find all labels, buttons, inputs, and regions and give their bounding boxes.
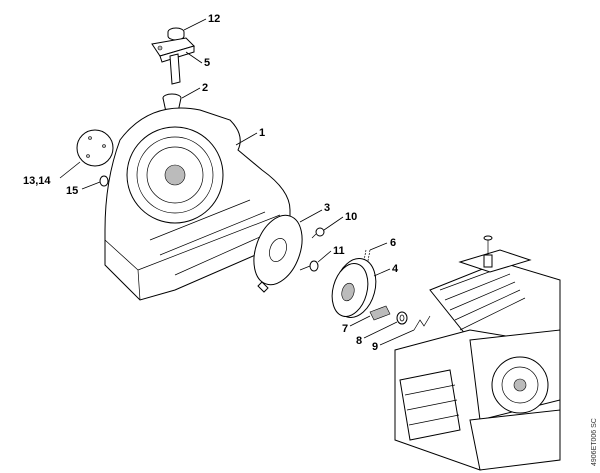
spring-clip <box>413 315 431 331</box>
leader-lines <box>59 18 415 346</box>
callout-13-14: 13,14 <box>23 175 51 187</box>
callout-9: 9 <box>372 341 378 353</box>
callout-8: 8 <box>356 335 362 347</box>
ratchet-plate <box>253 214 303 293</box>
drawing-code: 4906ET006 SC <box>591 418 598 466</box>
screw-10 <box>311 227 325 239</box>
callout-7: 7 <box>342 323 348 335</box>
washer <box>396 311 408 325</box>
fan-housing <box>104 107 291 301</box>
starter-grip <box>151 37 195 85</box>
callout-6: 6 <box>390 237 396 249</box>
rope-rotor <box>331 258 377 318</box>
callout-11: 11 <box>333 245 345 257</box>
callout-3: 3 <box>324 202 330 214</box>
callout-4: 4 <box>392 263 399 275</box>
pawl <box>369 305 391 321</box>
cover-plate <box>76 129 114 167</box>
callout-2: 2 <box>202 82 208 94</box>
engine-crankcase <box>394 235 561 471</box>
grip-cap <box>167 27 185 41</box>
callout-15: 15 <box>66 185 78 197</box>
callout-10: 10 <box>345 211 357 223</box>
screw-11 <box>299 260 319 272</box>
callout-12: 12 <box>208 13 220 25</box>
callout-1: 1 <box>259 127 265 139</box>
callout-5: 5 <box>204 57 210 69</box>
